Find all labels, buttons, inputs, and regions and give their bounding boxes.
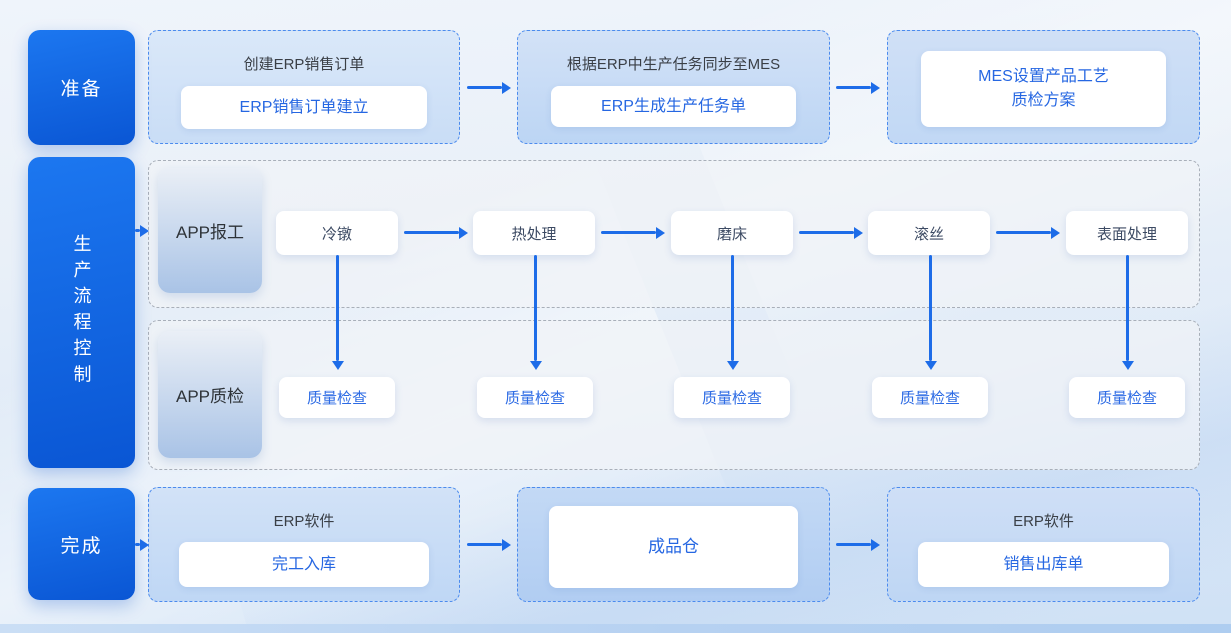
node-title: 根据ERP中生产任务同步至MES — [566, 56, 781, 73]
arrow-step-1-to-2 — [404, 231, 459, 234]
step-card-thread-rolling: 滚丝 — [868, 211, 990, 255]
stage-finish-label: 完成 — [60, 535, 103, 557]
arrow-step-3-to-check — [731, 255, 734, 361]
prepare-box-mes-process-plan: MES设置产品工艺 质检方案 — [887, 30, 1200, 144]
arrow-step-4-to-5 — [996, 231, 1051, 234]
step-card-cold-heading: 冷镦 — [276, 211, 398, 255]
prepare-box-create-sales-order: 创建ERP销售订单 ERP销售订单建立 — [148, 30, 460, 144]
step-label: 冷镦 — [321, 225, 352, 243]
arrow-production-to-reporting — [135, 229, 140, 232]
stage-prepare-label: 准备 — [60, 79, 103, 100]
arrow-step-5-to-check — [1126, 255, 1129, 361]
step-card-heat-treatment: 热处理 — [473, 211, 595, 255]
node-card-label: 完工入库 — [271, 555, 336, 573]
step-card-grinding: 磨床 — [671, 211, 793, 255]
bottom-accent-strip — [0, 624, 1231, 633]
arrow-step-3-to-4 — [799, 231, 854, 234]
node-title: ERP软件 — [1013, 513, 1074, 530]
quality-check-label: 质量检查 — [1096, 390, 1157, 407]
node-card: ERP销售订单建立 — [181, 86, 427, 129]
arrow-step-2-to-3 — [601, 231, 656, 234]
app-reporting-label: APP报工 — [175, 223, 245, 242]
arrow-prepare-1-to-2 — [467, 86, 502, 89]
finish-box-erp-stock-in: ERP软件 完工入库 — [148, 487, 460, 602]
node-card: 成品仓 — [549, 506, 798, 588]
node-card: 销售出库单 — [918, 542, 1169, 587]
node-card-label-line2: 质检方案 — [1011, 92, 1076, 109]
stage-production: 生产流程控制 — [28, 157, 135, 468]
node-title: ERP软件 — [273, 513, 335, 530]
arrow-step-4-to-check — [929, 255, 932, 361]
stage-finish: 完成 — [28, 488, 135, 600]
prepare-box-sync-to-mes: 根据ERP中生产任务同步至MES ERP生成生产任务单 — [517, 30, 830, 144]
node-card-label: 销售出库单 — [1003, 555, 1084, 573]
node-card: ERP生成生产任务单 — [551, 86, 796, 127]
quality-check-card-2: 质量检查 — [477, 377, 593, 418]
step-label: 滚丝 — [913, 225, 944, 243]
stage-prepare: 准备 — [28, 30, 135, 145]
quality-check-label: 质量检查 — [504, 390, 565, 407]
quality-check-label: 质量检查 — [899, 390, 960, 407]
arrow-prepare-2-to-3 — [836, 86, 871, 89]
step-label: 热处理 — [511, 225, 557, 243]
quality-check-card-5: 质量检查 — [1069, 377, 1185, 418]
step-label: 磨床 — [716, 225, 747, 243]
finish-box-finished-goods-warehouse: 成品仓 — [517, 487, 830, 602]
arrow-finish-1-to-2 — [467, 543, 502, 546]
step-label: 表面处理 — [1096, 225, 1157, 243]
step-card-surface-treatment: 表面处理 — [1066, 211, 1188, 255]
app-inspection-label: APP质检 — [175, 387, 245, 406]
quality-check-label: 质量检查 — [306, 390, 367, 407]
quality-check-card-4: 质量检查 — [872, 377, 988, 418]
quality-check-label: 质量检查 — [701, 390, 762, 407]
app-inspection-card: APP质检 — [158, 331, 262, 458]
node-card-label: ERP生成生产任务单 — [601, 97, 746, 115]
arrow-step-1-to-check — [336, 255, 339, 361]
stage-production-label: 生产流程控制 — [71, 234, 92, 391]
node-card-label: ERP销售订单建立 — [239, 98, 369, 116]
node-card-label: 成品仓 — [648, 537, 699, 556]
quality-check-card-3: 质量检查 — [674, 377, 790, 418]
node-card: 完工入库 — [179, 542, 429, 587]
arrow-finish-to-stock-in — [135, 543, 140, 546]
quality-check-card-1: 质量检查 — [279, 377, 395, 418]
node-card-label-line1: MES设置产品工艺 — [978, 68, 1109, 85]
arrow-step-2-to-check — [534, 255, 537, 361]
arrow-finish-2-to-3 — [836, 543, 871, 546]
node-card: MES设置产品工艺 质检方案 — [921, 51, 1166, 127]
finish-box-erp-sales-delivery: ERP软件 销售出库单 — [887, 487, 1200, 602]
app-reporting-card: APP报工 — [158, 168, 262, 293]
node-title: 创建ERP销售订单 — [243, 56, 365, 73]
